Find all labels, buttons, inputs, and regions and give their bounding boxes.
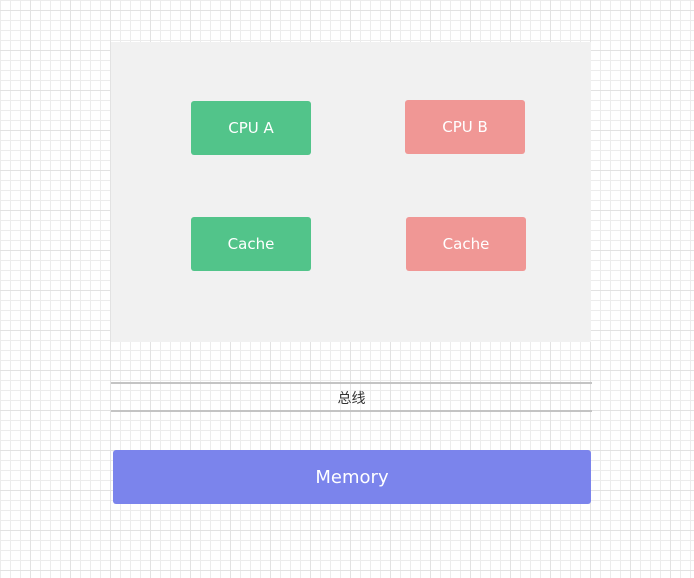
- cpu-a-node[interactable]: CPU A: [191, 101, 311, 155]
- bus-top-line: [111, 382, 592, 384]
- cpu-b-label: CPU B: [442, 118, 488, 136]
- bus-bottom-line: [111, 410, 592, 412]
- cpu-a-label: CPU A: [228, 119, 274, 137]
- memory-node[interactable]: Memory: [113, 450, 591, 504]
- bus-label: 总线: [337, 391, 366, 407]
- cache-a-label: Cache: [227, 235, 275, 253]
- cpu-b-node[interactable]: CPU B: [405, 100, 525, 154]
- processor-panel: [111, 42, 591, 342]
- cache-b-label: Cache: [442, 235, 490, 253]
- cache-a-node[interactable]: Cache: [191, 217, 311, 271]
- cache-b-node[interactable]: Cache: [406, 217, 526, 271]
- memory-label: Memory: [315, 466, 389, 488]
